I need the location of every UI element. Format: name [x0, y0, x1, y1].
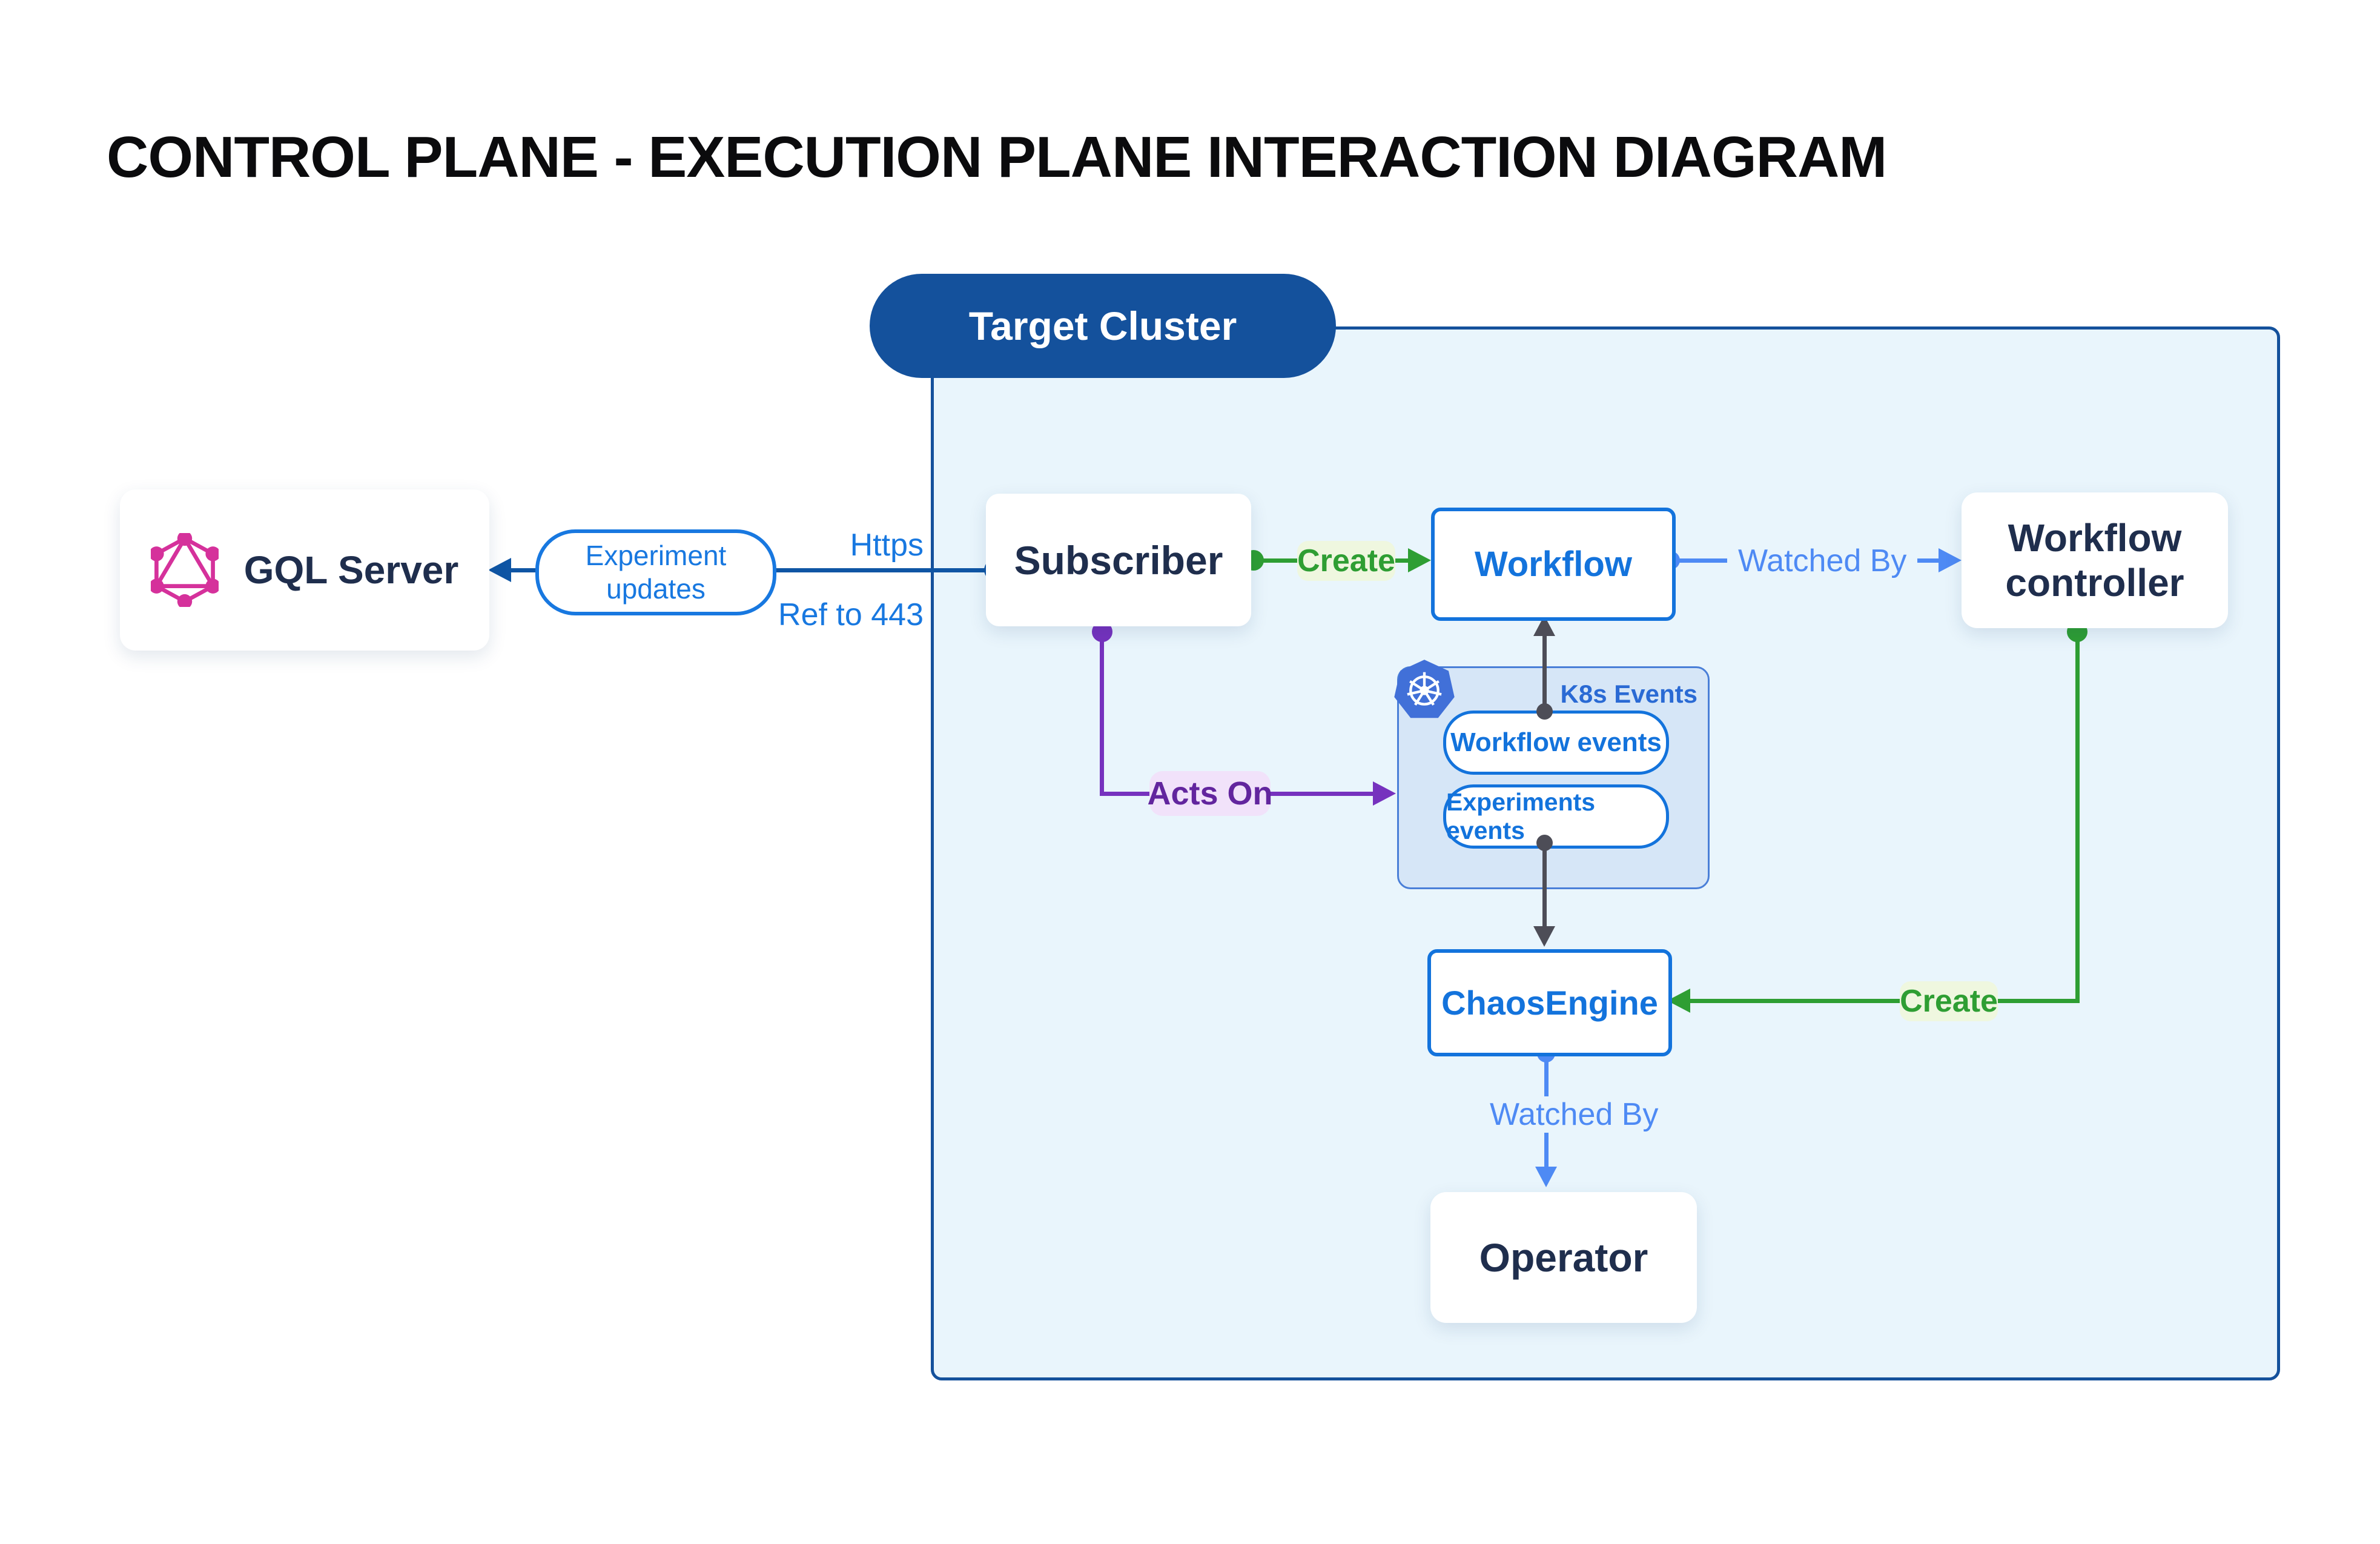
target-cluster-label-pill: Target Cluster [870, 274, 1336, 378]
events-to-chaosengine-dot [1536, 835, 1553, 851]
watched-by-workflow-arrowhead [1939, 548, 1962, 572]
events-to-chaosengine-line [1542, 843, 1547, 931]
edge-label-ref-443: Ref to 443 [778, 597, 924, 632]
create-chaosengine-text: Create [1900, 984, 1998, 1019]
node-subscriber-label: Subscriber [1014, 537, 1223, 583]
edge-label-watched-by-workflow: Watched By [1727, 543, 1918, 579]
kubernetes-icon [1392, 659, 1457, 726]
node-workflow: Workflow [1431, 508, 1676, 621]
node-workflow-controller: Workflow controller [1962, 492, 2228, 628]
page-title: CONTROL PLANE - EXECUTION PLANE INTERACT… [107, 125, 1887, 190]
edge-https-arrowhead [488, 558, 511, 582]
experiment-updates-text: Experiment updates [585, 539, 727, 605]
target-cluster-label: Target Cluster [968, 303, 1237, 348]
create-chaosengine-hline [1690, 999, 2080, 1003]
graphql-icon [150, 533, 219, 607]
edge-label-acts-on: Acts On [1147, 771, 1273, 816]
create-chaosengine-vline [2075, 630, 2080, 1003]
edge-label-https: Https [850, 528, 924, 563]
edge-label-create-chaosengine: Create [1900, 981, 1998, 1021]
node-operator: Operator [1430, 1192, 1697, 1323]
create-workflow-arrowhead [1408, 548, 1431, 572]
create-workflow-text: Create [1297, 543, 1395, 578]
node-workflow-controller-label: Workflow controller [2005, 515, 2184, 605]
edge-label-watched-by-operator: Watched By [1481, 1096, 1667, 1133]
experiments-events-label: Experiments events [1446, 788, 1596, 844]
k8s-events-title: K8s Events [1560, 680, 1697, 708]
acts-on-vline [1100, 631, 1104, 796]
node-subscriber: Subscriber [986, 494, 1251, 626]
node-operator-label: Operator [1479, 1235, 1648, 1280]
node-chaosengine: ChaosEngine [1427, 949, 1672, 1056]
acts-on-arrowhead [1373, 781, 1396, 806]
k8s-pill-experiments-events: Experiments events [1443, 784, 1669, 849]
node-gql-server-label: GQL Server [243, 548, 459, 592]
workflow-events-label: Workflow events [1450, 727, 1662, 757]
watched-by-operator-arrowhead [1535, 1167, 1557, 1187]
edge-label-create-workflow: Create [1297, 541, 1395, 581]
k8s-pill-workflow-events: Workflow events [1443, 711, 1669, 775]
node-workflow-label: Workflow [1475, 545, 1632, 584]
node-chaosengine-label: ChaosEngine [1441, 984, 1658, 1022]
edge-label-experiment-updates: Experiment updates [535, 529, 776, 615]
node-gql-server: GQL Server [120, 489, 489, 651]
events-to-chaosengine-arrowhead [1533, 926, 1555, 947]
acts-on-text: Acts On [1147, 775, 1273, 812]
events-to-workflow-line [1542, 631, 1547, 712]
events-to-workflow-dot [1536, 703, 1553, 720]
